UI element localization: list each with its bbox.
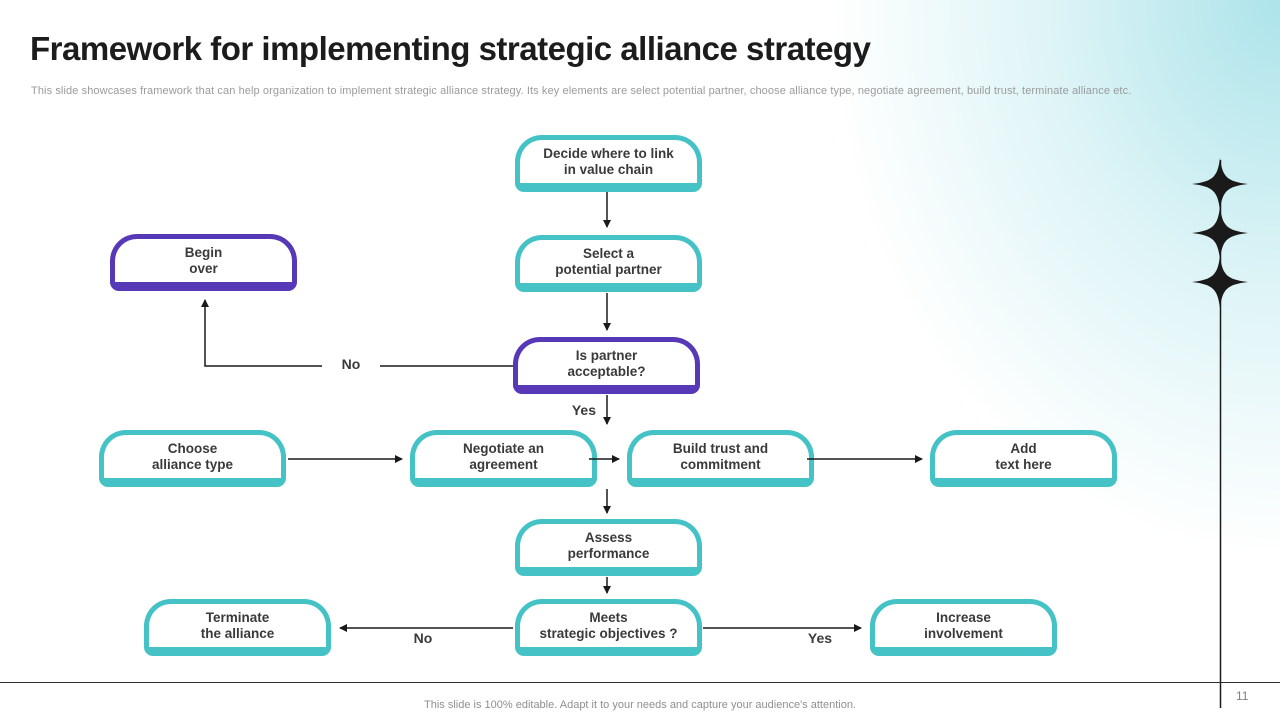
page-number: 11 <box>1236 689 1249 703</box>
slide-subtitle: This slide showcases framework that can … <box>31 85 1132 97</box>
flow-node-select-potential-partner: Select a potential partner <box>515 235 702 292</box>
flow-node-negotiate-agreement: Negotiate an agreement <box>410 430 597 487</box>
flow-node-decide-where-to-link: Decide where to link in value chain <box>515 135 702 192</box>
edge-label-yes: Yes <box>807 630 833 646</box>
footer-note: This slide is 100% editable. Adapt it to… <box>424 699 856 711</box>
flow-node-begin-over: Begin over <box>110 234 297 291</box>
flow-node-add-text-here: Add text here <box>930 430 1117 487</box>
flow-node-terminate-alliance: Terminate the alliance <box>144 599 331 656</box>
flow-node-build-trust: Build trust and commitment <box>627 430 814 487</box>
page-title: Framework for implementing strategic all… <box>30 30 871 67</box>
flow-node-assess-performance: Assess performance <box>515 519 702 576</box>
flow-node-increase-involvement: Increase involvement <box>870 599 1057 656</box>
sparkle-icon <box>1192 256 1248 308</box>
sparkle-icon <box>1192 207 1248 259</box>
flow-node-choose-alliance-type: Choose alliance type <box>99 430 286 487</box>
edge-label-no: No <box>413 630 433 646</box>
footer-divider <box>0 682 1280 683</box>
flow-node-is-partner-acceptable: Is partner acceptable? <box>513 337 700 394</box>
edge-label-no: No <box>322 356 380 372</box>
edge-label-yes: Yes <box>571 402 596 418</box>
sparkle-icon <box>1192 158 1248 210</box>
flow-node-meets-strategic-objectives: Meets strategic objectives ? <box>515 599 702 656</box>
